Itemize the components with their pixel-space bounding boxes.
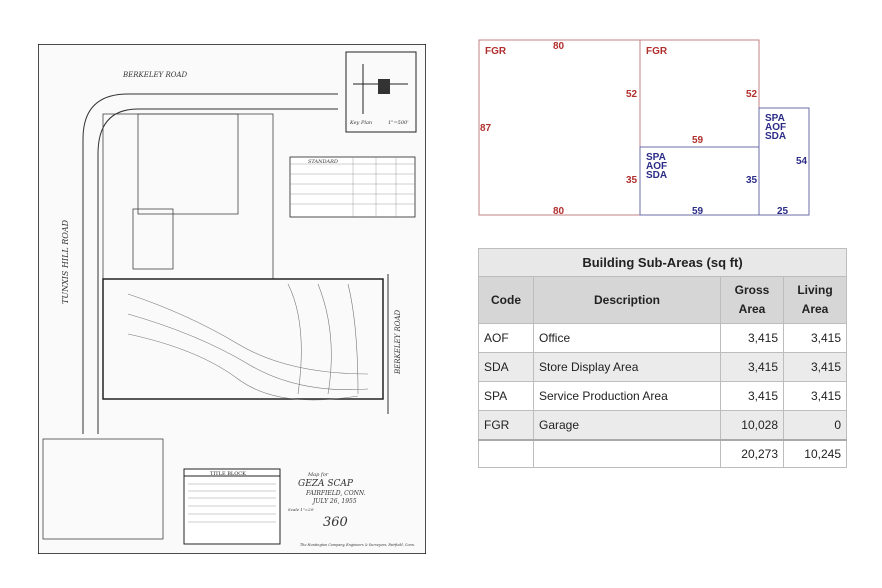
living-area-cell: 3,415: [783, 352, 847, 382]
total-living-area: 10,245: [783, 439, 847, 468]
road-label-left: TUNXIS HILL ROAD: [61, 219, 70, 304]
standard-table-title: STANDARD: [308, 159, 338, 165]
living-area-cell: 3,415: [783, 323, 847, 353]
survey-map-scan: Key Plan 1"=500' STANDARD BERKELEY ROAD …: [38, 44, 426, 554]
code-cell: SPA: [478, 381, 534, 411]
dimension-label: 87: [480, 123, 492, 134]
sheet-number: 360: [323, 515, 348, 530]
gross-area-cell: 3,415: [720, 352, 784, 382]
dimension-label: 59: [692, 135, 704, 146]
code-cell: AOF: [478, 323, 534, 353]
title-block-heading: TITLE BLOCK: [210, 471, 246, 477]
column-header-description: Description: [533, 276, 721, 324]
dimension-label: 80: [553, 41, 565, 52]
key-plan-label: Key Plan: [349, 120, 372, 126]
key-plan-scale: 1"=500': [388, 120, 409, 126]
living-area-cell: 0: [783, 410, 847, 441]
map-date: JULY 26, 1955: [311, 498, 357, 505]
table-title: Building Sub-Areas (sq ft): [478, 248, 847, 277]
dimension-label: 80: [553, 206, 565, 217]
building-sketch: FGR 80 87 52 35 80 FGR 52 59 SPA AOF SDA…: [478, 39, 810, 217]
column-header-gross-area: Gross Area: [720, 276, 784, 324]
dimension-label: 59: [692, 206, 704, 217]
area-building-right: [758, 107, 810, 216]
area-code: AOF: [646, 161, 667, 172]
gross-area-cell: 3,415: [720, 381, 784, 411]
area-fgr-left: [478, 39, 641, 216]
gross-area-cell: 10,028: [720, 410, 784, 441]
description-cell: Office: [533, 323, 721, 353]
column-header-code: Code: [478, 276, 534, 324]
column-header-living-area: Living Area: [783, 276, 847, 324]
map-for-label: Map for: [307, 472, 329, 478]
dimension-label: 35: [746, 175, 758, 186]
map-scale: Scale 1"=20': [288, 507, 314, 512]
road-label-right: BERKELEY ROAD: [394, 309, 402, 375]
town: FAIRFIELD, CONN.: [305, 490, 366, 497]
surveyor: The Huntington Company, Engineers & Surv…: [300, 543, 415, 547]
dimension-label: 35: [626, 175, 638, 186]
owner-name: GEZA SCAP: [298, 479, 354, 489]
description-cell: Garage: [533, 410, 721, 441]
area-code: SPA: [646, 152, 666, 163]
gross-area-cell: 3,415: [720, 323, 784, 353]
dimension-label: 25: [777, 206, 789, 217]
road-label-top: BERKELEY ROAD: [122, 71, 188, 79]
area-code: AOF: [765, 122, 786, 133]
area-code: FGR: [646, 46, 668, 57]
area-code: SDA: [765, 131, 786, 142]
dimension-label: 52: [626, 89, 638, 100]
code-cell: SDA: [478, 352, 534, 382]
area-code: SDA: [646, 170, 667, 181]
code-cell: FGR: [478, 410, 534, 441]
dimension-label: 54: [796, 156, 808, 167]
description-cell: Service Production Area: [533, 381, 721, 411]
description-cell: Store Display Area: [533, 352, 721, 382]
living-area-cell: 3,415: [783, 381, 847, 411]
building-sub-areas-table: Building Sub-Areas (sq ft) Code Descript…: [478, 248, 847, 468]
area-code: SPA: [765, 113, 785, 124]
total-gross-area: 20,273: [720, 439, 784, 468]
dimension-label: 52: [746, 89, 758, 100]
area-code: FGR: [485, 46, 507, 57]
